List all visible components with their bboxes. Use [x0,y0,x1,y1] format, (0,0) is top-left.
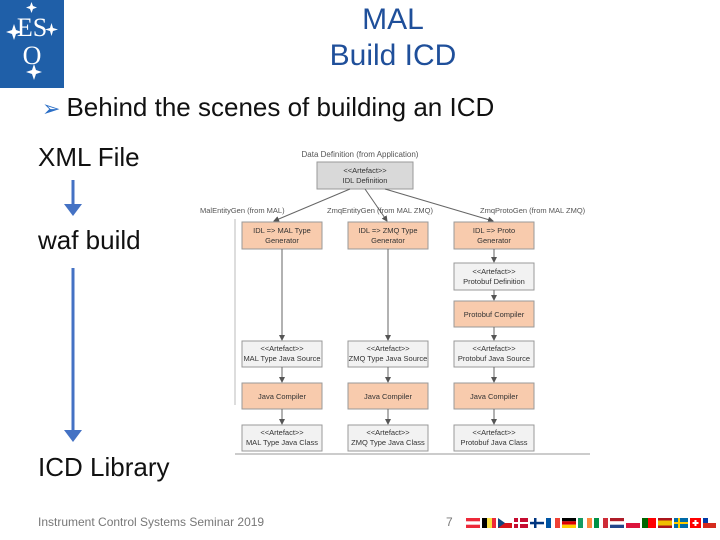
zmq-source-stereotype: <<Artefact>> [366,344,410,353]
mal-compiler-label: Java Compiler [258,392,306,401]
protobuf-compiler-node [453,300,535,328]
star-icon [6,24,22,40]
protobuf-java-class-node [453,424,535,452]
zmq-class-label: ZMQ Type Java Class [351,438,425,447]
flag-icon [530,518,544,528]
edge-root-proto [384,188,494,223]
protobuf-definition-label: Protobuf Definition [463,277,525,286]
flag-icon [514,518,528,528]
arrow-down-icon [64,430,82,442]
mal-source-label: MAL Type Java Source [243,354,320,363]
flag-icon [626,518,640,528]
protobuf-class-stereotype: <<Artefact>> [472,428,516,437]
mal-source-stereotype: <<Artefact>> [260,344,304,353]
mal-java-compiler-node [241,382,323,410]
build-diagram: Data Definition (from Application) <<Art… [200,150,590,455]
flag-icon [610,518,624,528]
arrow-bullet-icon: ➢ [42,96,61,121]
star-icon [26,2,37,13]
idl-definition-node [316,161,414,190]
flag-icon [482,518,496,528]
arrow-down-icon [64,204,82,216]
protobuf-source-stereotype: <<Artefact>> [472,344,516,353]
protobuf-definition-stereotype: <<Artefact>> [472,267,516,276]
flag-icon [578,518,592,528]
page-number: 7 [446,515,453,529]
proto-generator-node [453,221,535,250]
idl-definition-label: IDL Definition [343,176,388,185]
mal-class-stereotype: <<Artefact>> [260,428,304,437]
title-line-1: MAL [362,3,424,36]
flag-icon [594,518,608,528]
edge-label-zmqentitygen: ZmqEntityGen (from MAL ZMQ) [327,206,433,215]
logo-letters-es: ES [17,13,47,42]
star-icon [26,64,42,80]
protobuf-compiler-java-label: Java Compiler [470,392,518,401]
zmq-class-stereotype: <<Artefact>> [366,428,410,437]
mal-class-label: MAL Type Java Class [246,438,318,447]
protobuf-java-compiler-node [453,382,535,410]
eso-logo: ES O [0,0,64,88]
star-icon [45,23,58,36]
mal-java-source-node [241,340,323,368]
mal-generator-line2: Generator [265,236,299,245]
flag-icon [658,518,672,528]
edge-label-zmqprotogen: ZmqProtoGen (from MAL ZMQ) [480,206,586,215]
member-state-flags [466,518,716,528]
zmq-java-source-node [347,340,429,368]
protobuf-source-label: Protobuf Java Source [458,354,530,363]
flag-icon [546,518,560,528]
proto-generator-line1: IDL => Proto [473,226,515,235]
idl-definition-stereotype: <<Artefact>> [343,166,387,175]
protobuf-class-label: Protobuf Java Class [460,438,527,447]
edge-root-mal [273,188,351,222]
zmq-generator-line1: IDL => ZMQ Type [358,226,417,235]
zmq-type-generator-node [347,221,429,250]
mal-generator-line1: IDL => MAL Type [253,226,311,235]
edge-label-malentitygen: MalEntityGen (from MAL) [200,206,285,215]
logo-letter-o: O [23,41,42,70]
title-line-2: Build ICD [329,39,457,72]
flag-icon [674,518,688,528]
zmq-compiler-label: Java Compiler [364,392,412,401]
bullet-text: Behind the scenes of building an ICD [66,92,495,122]
left-flow-arrows [64,180,82,442]
icd-library-label: ICD Library [38,452,170,482]
footer-seminar: Instrument Control Systems Seminar 2019 [38,515,265,529]
flag-icon [690,518,701,528]
zmq-java-class-node [347,424,429,452]
bullet-item: ➢Behind the scenes of building an ICD [42,92,494,123]
slide-title: MAL Build ICD [260,2,526,74]
flag-icon [642,518,656,528]
flag-icon [703,518,716,528]
protobuf-java-source-node [453,340,535,368]
zmq-generator-line2: Generator [371,236,405,245]
zmq-java-compiler-node [347,382,429,410]
flag-icon [498,518,512,528]
top-caption: Data Definition (from Application) [302,150,419,159]
xml-file-label: XML File [38,142,140,172]
mal-java-class-node [241,424,323,452]
proto-generator-line2: Generator [477,236,511,245]
flag-icon [466,518,480,528]
edge-root-zmq [364,188,388,222]
waf-build-label: waf build [38,225,141,255]
flag-icon [562,518,576,528]
protobuf-compiler-label: Protobuf Compiler [464,310,525,319]
zmq-source-label: ZMQ Type Java Source [349,354,428,363]
